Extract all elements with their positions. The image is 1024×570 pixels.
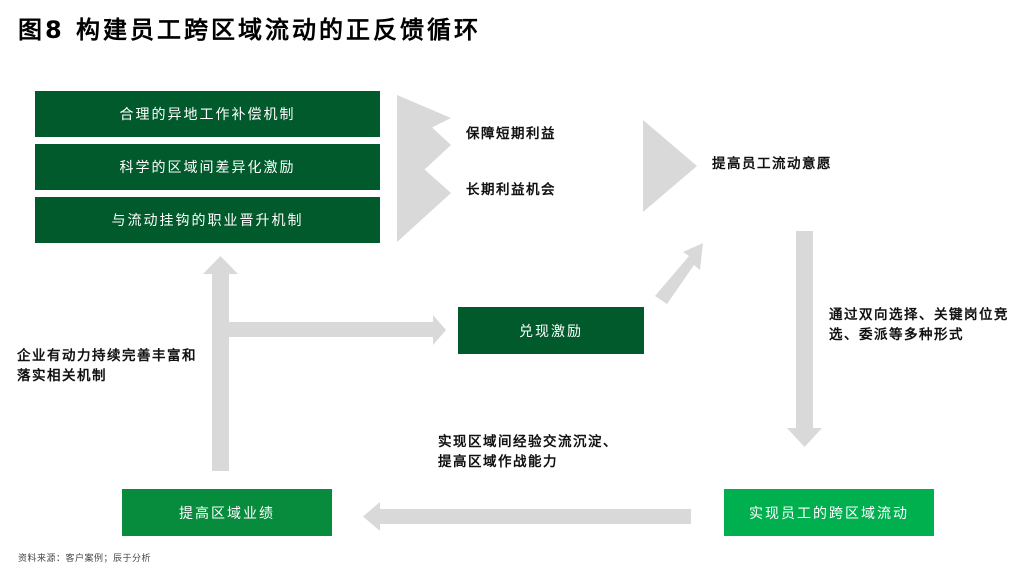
willingness-label: 提高员工流动意愿 xyxy=(712,156,832,172)
experience-label: 实现区域间经验交流沉淀、提高区域作战能力 xyxy=(438,434,618,470)
mechanism-label: 合理的异地工作补偿机制 xyxy=(119,107,296,123)
diagonal-arrow xyxy=(655,243,703,304)
mechanism-box-incentive: 科学的区域间差异化激励 xyxy=(35,144,380,190)
right-branch-arrow xyxy=(229,315,446,345)
methods-label: 通过双向选择、关键岗位竞选、委派等多种形式 xyxy=(829,307,1009,343)
realize-incentive-box: 兑现激励 xyxy=(458,307,644,354)
mechanism-box-promotion: 与流动挂钩的职业晋升机制 xyxy=(35,197,380,243)
improve-performance-box: 提高区域业绩 xyxy=(122,489,332,536)
mechanism-label: 科学的区域间差异化激励 xyxy=(119,160,296,176)
figure-title: 图8 构建员工跨区域流动的正反馈循环 xyxy=(18,16,482,44)
realize-incentive-label: 兑现激励 xyxy=(519,323,583,340)
source-note: 资料来源：客户案例；辰于分析 xyxy=(18,554,152,564)
realize-mobility-box: 实现员工的跨区域流动 xyxy=(724,489,934,536)
short-term-benefit-label: 保障短期利益 xyxy=(466,126,556,142)
up-arrow xyxy=(203,256,238,471)
mechanism-label: 与流动挂钩的职业晋升机制 xyxy=(111,213,304,229)
down-arrow xyxy=(787,231,822,447)
mechanism-box-compensation: 合理的异地工作补偿机制 xyxy=(35,91,380,137)
long-term-benefit-label: 长期利益机会 xyxy=(466,182,556,198)
chevron-arrow-willingness xyxy=(643,120,697,212)
improve-performance-label: 提高区域业绩 xyxy=(179,505,275,522)
realize-mobility-label: 实现员工的跨区域流动 xyxy=(749,505,909,522)
enterprise-motivation-label: 企业有动力持续完善丰富和落实相关机制 xyxy=(17,348,197,384)
left-arrow xyxy=(363,502,691,531)
chevron-arrow-2 xyxy=(397,145,451,242)
